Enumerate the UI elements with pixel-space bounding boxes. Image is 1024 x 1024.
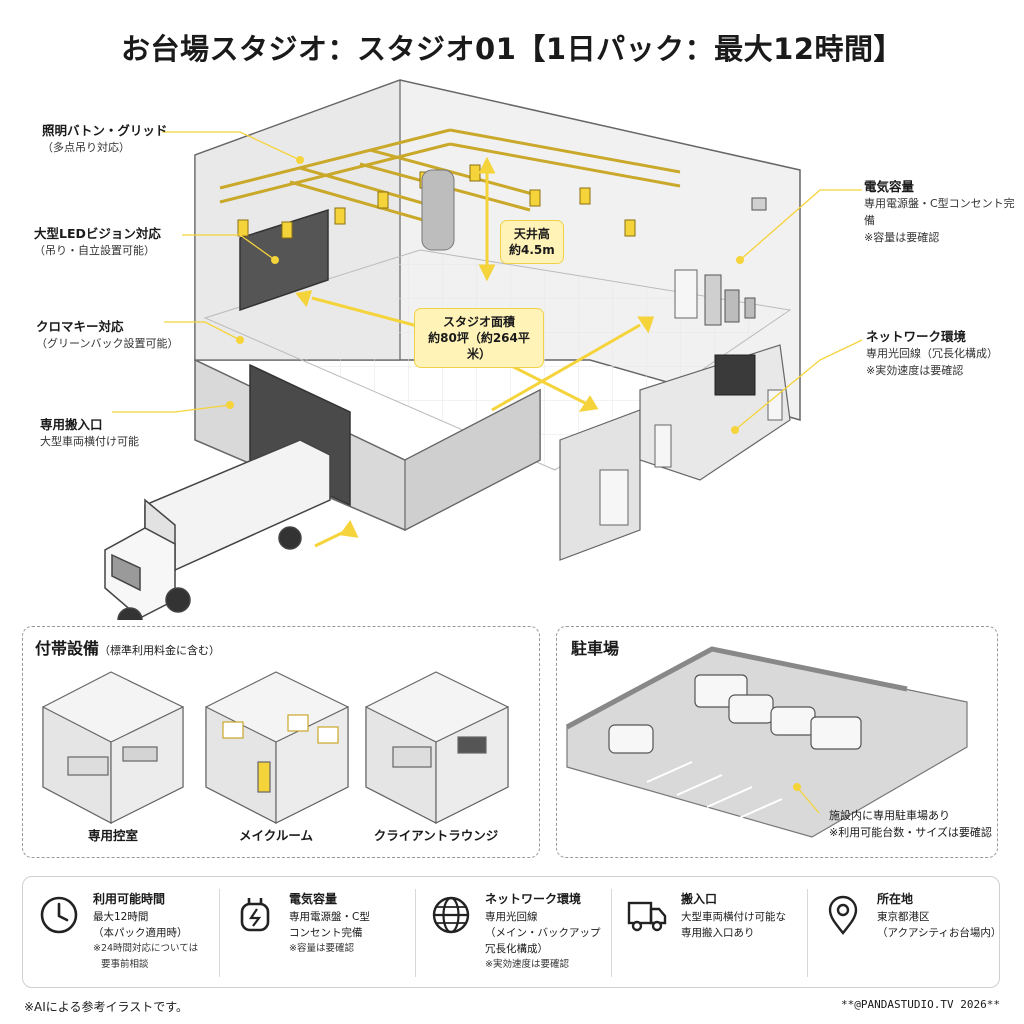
info-bar: 利用可能時間 最大12時間 （本パック適用時） ※24時間対応については 要事前… — [22, 876, 1001, 989]
info-network: ネットワーク環境 専用光回線 （メイン・バックアップ 冗長化構成） ※実効速度は… — [415, 877, 611, 989]
studio-area-badge: スタジオ面積 約80坪（約264平米） — [414, 308, 544, 368]
plug-icon — [240, 898, 270, 932]
truck-drawing — [104, 439, 331, 620]
info-power: 電気容量 専用電源盤・C型 コンセント完備 ※容量は要確認 — [219, 877, 415, 989]
footer-disclaimer: ※AIによる参考イラストです。 — [24, 1000, 189, 1014]
room-label-green-room: 専用控室 — [87, 828, 138, 843]
led-wall — [239, 208, 329, 312]
info-hours: 利用可能時間 最大12時間 （本パック適用時） ※24時間対応については 要事前… — [23, 877, 219, 989]
info-divider — [219, 889, 220, 977]
room-label-client-lounge: クライアントラウンジ — [373, 828, 499, 843]
parking-panel: 駐車場 施設内に専用駐車場あり ※利用可能台数・サイズは要確認 — [556, 626, 998, 858]
page-title: お台場スタジオ：スタジオ01【1日パック：最大12時間】 — [121, 32, 903, 66]
callout-loading: 専用搬入口 大型車両横付け可能 — [40, 417, 139, 448]
studio-illustration: 照明バトン・グリッド （多点吊り対応） 大型LEDビジョン対応 （吊り・自立設置… — [0, 60, 1024, 620]
callout-led: 大型LEDビジョン対応 （吊り・自立設置可能） — [34, 226, 161, 257]
footer-copyright: **@PANDASTUDIO.TV 2026** — [841, 998, 1000, 1011]
room-label-makeup-room: メイクルーム — [238, 828, 313, 843]
clock-icon — [40, 896, 78, 934]
facilities-title: 付帯設備（標準利用料金に含む） — [35, 639, 221, 658]
callout-lighting: 照明バトン・グリッド （多点吊り対応） — [42, 123, 168, 154]
ceiling-height-badge: 天井高 約4.5m — [500, 220, 564, 264]
parking-title: 駐車場 — [571, 639, 620, 658]
info-divider — [415, 889, 416, 977]
facilities-panel: 付帯設備（標準利用料金に含む） 専用控室 メイクルーム クライアントラ — [22, 626, 540, 858]
callout-network: ネットワーク環境 専用光回線（冗長化構成） ※実効速度は要確認 — [866, 329, 998, 377]
location-pin-icon — [828, 895, 858, 935]
truck-icon — [627, 901, 667, 932]
info-divider — [807, 889, 808, 977]
globe-icon — [432, 896, 470, 934]
info-divider — [611, 889, 612, 977]
callout-chroma: クロマキー対応 （グリーンバック設置可能） — [36, 319, 179, 350]
parking-lot-drawing — [565, 646, 968, 838]
parking-note: 施設内に専用駐車場あり ※利用可能台数・サイズは要確認 — [829, 809, 992, 839]
info-loading: 搬入口 大型車両横付け可能な 専用搬入口あり — [611, 877, 807, 989]
info-location: 所在地 東京都港区 （アクアシティお台場内） — [807, 877, 1001, 989]
facility-rooms-drawing — [42, 671, 509, 824]
callout-power: 電気容量 専用電源盤・C型コンセント完備 ※容量は要確認 — [864, 179, 1015, 244]
